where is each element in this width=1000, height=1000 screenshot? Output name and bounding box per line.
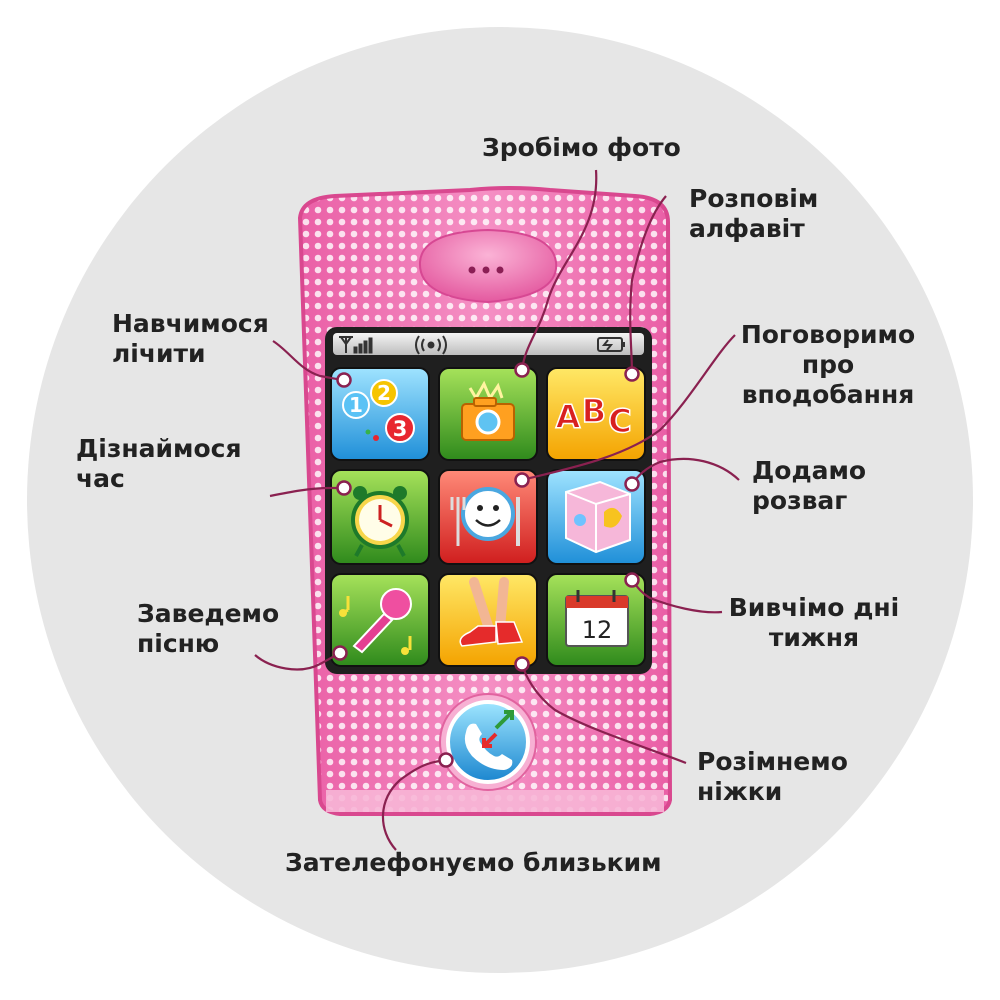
label-add-fun: Додамо розваг [752,456,867,515]
label-take-photo: Зробімо фото [482,133,681,162]
status-bar [333,333,644,355]
abc-app-icon[interactable]: A B C [546,367,646,461]
signal-icon [339,336,373,354]
microphone-app-icon[interactable] [330,573,430,667]
label-stretch-legs: Розімнемо ніжки [697,747,848,806]
dancing-legs-app-icon[interactable] [438,573,538,667]
vibrate-icon [415,335,447,355]
speaker-button [418,228,558,304]
alarm-clock-app-icon[interactable] [330,469,430,565]
call-button[interactable] [439,693,537,791]
label-learn-count: Навчимося лічити [112,309,269,368]
label-talk-preferences: Поговоримо про вподобання [740,320,916,409]
callout-dots [332,362,640,768]
label-learn-time: Дізнаймося час [76,434,242,493]
letter-c: C [608,402,631,440]
number-one: 1 [349,393,363,417]
camera-app-icon[interactable] [438,367,538,461]
picture-cube-app-icon[interactable] [546,469,646,565]
label-alphabet: Розповім алфавіт [689,184,819,243]
phone-call-icon [464,710,514,770]
label-learn-weekdays: Вивчімо дні тижня [728,593,900,652]
numbers-app-icon[interactable]: 1 2 3 [330,367,430,461]
battery-icon [597,337,625,352]
number-two: 2 [377,381,391,405]
letter-a: A [556,398,581,436]
label-call-relatives: Зателефонуємо близьким [285,848,662,877]
smiley-plate-app-icon[interactable] [438,469,538,565]
number-three: 3 [393,417,408,441]
calendar-app-icon[interactable]: 12 [546,573,646,667]
calendar-day-number: 12 [582,616,613,644]
letter-b: B [582,392,606,430]
label-play-song: Заведемо пісню [137,599,280,658]
